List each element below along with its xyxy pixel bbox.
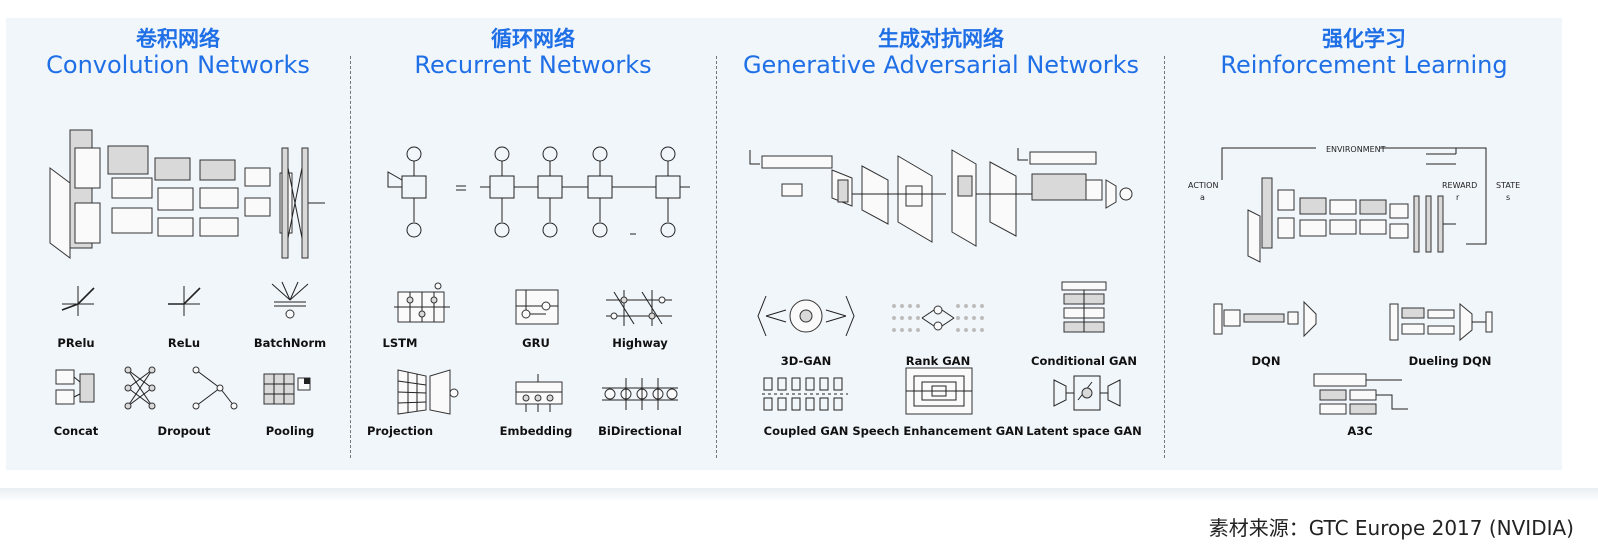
embedding-icon <box>515 374 563 412</box>
column-title-en: Convolution Networks <box>46 51 310 79</box>
diagram-panel: 卷积网络 Convolution Networks <box>6 18 1562 470</box>
environment-label: ENVIRONMENT <box>1326 145 1386 154</box>
column-separator <box>716 56 717 458</box>
gru-icon <box>515 289 559 325</box>
action-label: ACTION <box>1188 181 1218 190</box>
state-var-label: s <box>1506 193 1510 202</box>
column-title-en: Recurrent Networks <box>414 51 652 79</box>
relu-icon <box>168 286 201 316</box>
label-a3c: A3C <box>1347 424 1373 438</box>
column-separator <box>350 56 351 458</box>
rnn-unrolled-diagram <box>387 146 690 238</box>
reward-var-label: r <box>1456 193 1460 202</box>
action-var-label: a <box>1200 193 1205 202</box>
conditional-gan-icon <box>1061 281 1107 333</box>
speech-enhancement-gan-icon <box>905 367 973 415</box>
a3c-icon <box>1313 373 1408 415</box>
label-relu: ReLu <box>167 336 201 350</box>
projection-icon <box>397 369 459 415</box>
label-bidirectional: BiDirectional <box>598 424 682 438</box>
column-convolution-networks: 卷积网络 Convolution Networks <box>6 18 350 470</box>
label-coupled-gan: Coupled GAN <box>763 424 849 438</box>
label-conditional-gan: Conditional GAN <box>1031 354 1137 368</box>
prelu-icon <box>61 286 95 316</box>
label-dqn: DQN <box>1251 354 1281 368</box>
rl-agent-environment-diagram: ENVIRONMENT ACTION a REWARD r STATE s <box>1188 145 1520 263</box>
coupled-gan-icon <box>762 377 848 411</box>
label-speech-enhancement-gan: Speech Enhancement GAN <box>852 424 1024 438</box>
batchnorm-icon <box>271 281 309 319</box>
dueling-dqn-icon <box>1389 302 1493 342</box>
label-prelu: PRelu <box>57 336 95 350</box>
label-batchnorm: BatchNorm <box>253 336 327 350</box>
label-gru: GRU <box>522 336 550 350</box>
column-title-cn: 生成对抗网络 <box>878 27 1004 51</box>
column-generative-adversarial-networks: 生成对抗网络 Generative Adversarial Networks <box>718 18 1164 470</box>
dropout-icon <box>124 366 238 410</box>
latent-space-gan-icon <box>1053 375 1121 411</box>
label-latent-space-gan: Latent space GAN <box>1026 424 1142 438</box>
column-title-cn: 循环网络 <box>491 27 575 51</box>
label-3d-gan: 3D-GAN <box>780 354 832 368</box>
gan-architecture-diagram <box>749 148 1133 247</box>
state-label: STATE <box>1496 181 1520 190</box>
cnn-architecture-diagram <box>49 129 325 259</box>
dqn-icon <box>1213 300 1317 338</box>
column-reinforcement-learning: 强化学习 Reinforcement Learning ENVIRONMENT … <box>1166 18 1562 470</box>
label-highway: Highway <box>612 336 668 350</box>
bidirectional-icon <box>602 378 678 410</box>
column-title-cn: 强化学习 <box>1322 27 1406 51</box>
column-title-en: Reinforcement Learning <box>1220 51 1508 79</box>
label-lstm: LSTM <box>382 336 418 350</box>
label-pooling: Pooling <box>265 424 315 438</box>
lstm-icon <box>394 282 450 323</box>
column-title-cn: 卷积网络 <box>136 27 220 51</box>
label-concat: Concat <box>53 424 99 438</box>
column-title-en: Generative Adversarial Networks <box>742 51 1140 79</box>
rank-gan-icon <box>892 304 984 332</box>
column-recurrent-networks: 循环网络 Recurrent Networks <box>352 18 714 470</box>
highway-icon <box>606 290 672 326</box>
source-caption: 素材来源：GTC Europe 2017 (NVIDIA) <box>1208 516 1574 540</box>
label-dueling-dqn: Dueling DQN <box>1408 354 1492 368</box>
concat-icon <box>55 369 95 405</box>
label-rank-gan: Rank GAN <box>905 354 971 368</box>
label-embedding: Embedding <box>499 424 573 438</box>
pooling-icon <box>263 373 311 405</box>
panel-shadow <box>0 488 1598 502</box>
3d-gan-icon <box>757 295 855 337</box>
label-projection: Projection <box>366 424 434 438</box>
label-dropout: Dropout <box>157 424 211 438</box>
reward-label: REWARD <box>1442 181 1477 190</box>
column-separator <box>1164 56 1165 458</box>
